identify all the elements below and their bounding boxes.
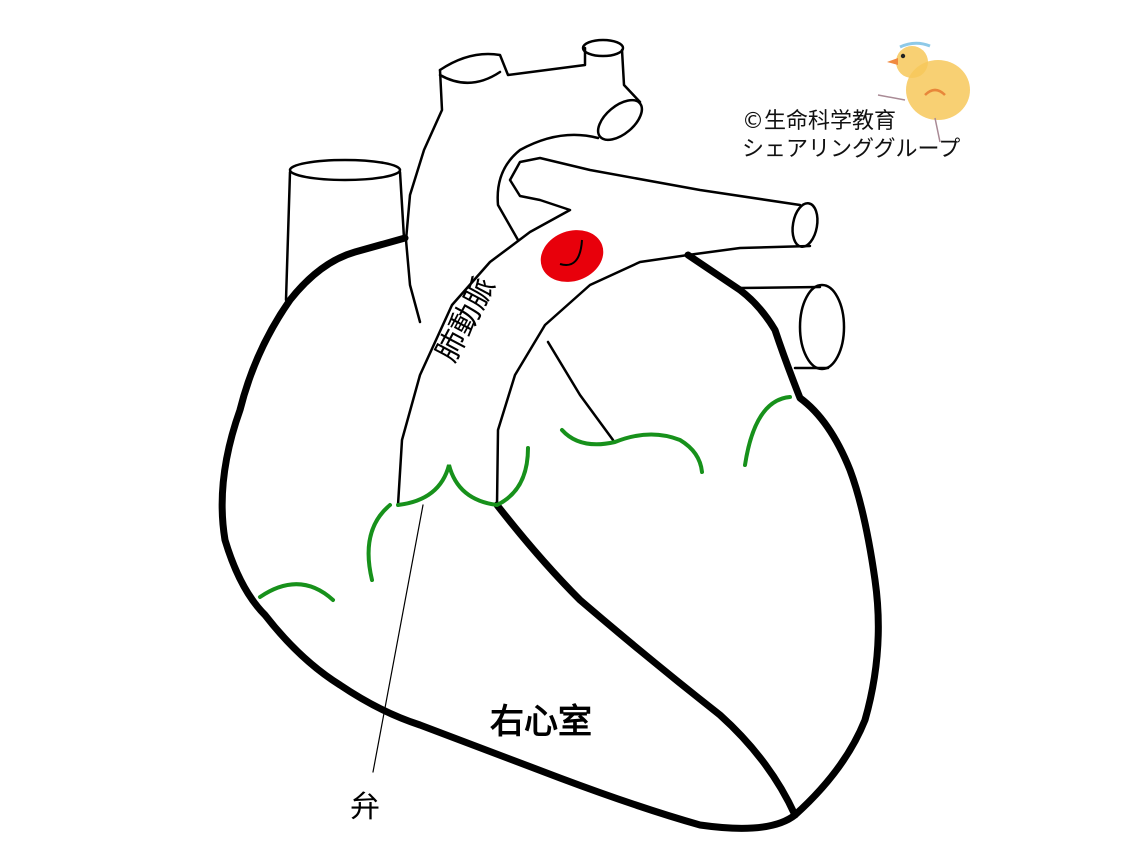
valve-label: 弁 xyxy=(350,790,380,825)
coronary-vessels xyxy=(258,395,792,602)
pulmonary-artery xyxy=(396,156,819,507)
aorta xyxy=(404,38,644,324)
credit-line-1: ©生命科学教育 xyxy=(742,109,897,134)
vessel-marker xyxy=(540,230,604,282)
superior-vena-cava xyxy=(284,158,406,302)
credit-line-2: シェアリンググループ xyxy=(742,137,961,162)
valve-pointer-line xyxy=(372,504,424,773)
right-ventricle-label: 右心室 xyxy=(490,702,592,742)
chick-logo xyxy=(877,41,970,143)
pulmonary-vein xyxy=(736,283,846,371)
copyright-credit: ©生命科学教育 シェアリンググループ xyxy=(742,108,960,164)
heart-outline xyxy=(218,234,882,832)
